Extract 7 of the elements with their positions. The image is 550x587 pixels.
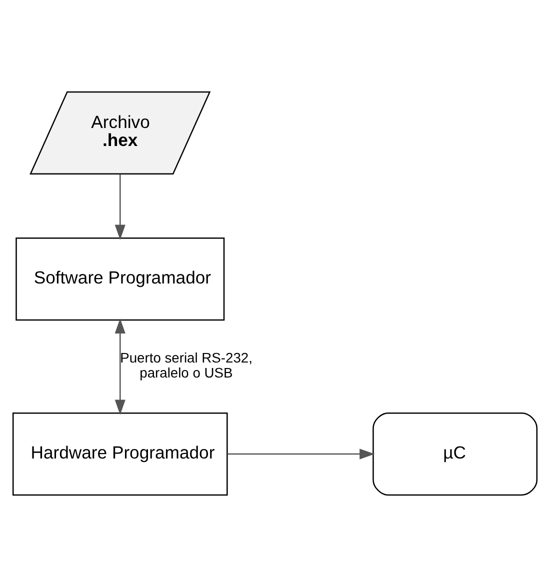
node-box: Hardware Programador — [12, 412, 228, 496]
arrow — [114, 174, 126, 240]
node-box: Software Programador — [16, 237, 225, 321]
node-box: µC — [372, 412, 538, 496]
edge-label: Puerto serial RS-232, paralelo o USB — [120, 350, 252, 381]
arrow — [227, 448, 375, 460]
arrow — [114, 318, 126, 415]
